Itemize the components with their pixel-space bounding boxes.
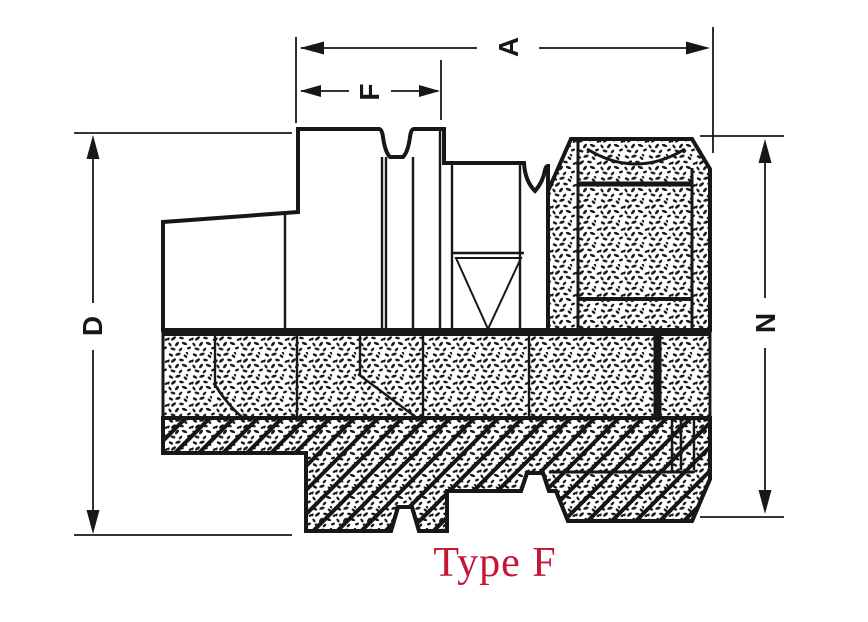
body-upper-inner-lines: [283, 129, 524, 330]
part-drawing: [161, 127, 712, 533]
dimension-n: N: [700, 135, 784, 518]
dimension-a: A: [295, 27, 714, 153]
body-lower-hatch: [161, 416, 712, 533]
dim-n-arrow-bottom: [758, 490, 772, 514]
bore-edge-bar: [653, 333, 662, 471]
clamping-nut-inner-lines: [576, 139, 694, 330]
dim-f-arrow-right: [419, 85, 440, 97]
dim-n-arrow-top: [758, 139, 772, 163]
dimension-label-f: F: [354, 83, 385, 100]
body-lower-inner-lines: [549, 418, 696, 474]
thread-symbol: [454, 257, 523, 332]
dimension-label-n: N: [750, 313, 781, 333]
dimension-d: D: [74, 132, 292, 536]
dimension-label-d: D: [77, 316, 108, 336]
dimension-label-a: A: [493, 37, 524, 57]
clamping-nut-upper: [546, 137, 712, 332]
body-center-band: [161, 330, 712, 420]
dim-f-arrow-left: [300, 85, 321, 97]
body-upper-outline: [161, 127, 550, 332]
dim-a-arrow-right: [686, 41, 710, 55]
figure-caption: Type F: [433, 540, 556, 586]
dim-d-arrow-bottom: [86, 510, 100, 534]
wrench-groove-arc: [586, 147, 686, 166]
dimension-annotations: A F D N: [74, 27, 784, 536]
dim-a-arrow-left: [300, 41, 324, 55]
dimension-f: F: [300, 60, 442, 120]
dim-d-arrow-top: [86, 135, 100, 159]
